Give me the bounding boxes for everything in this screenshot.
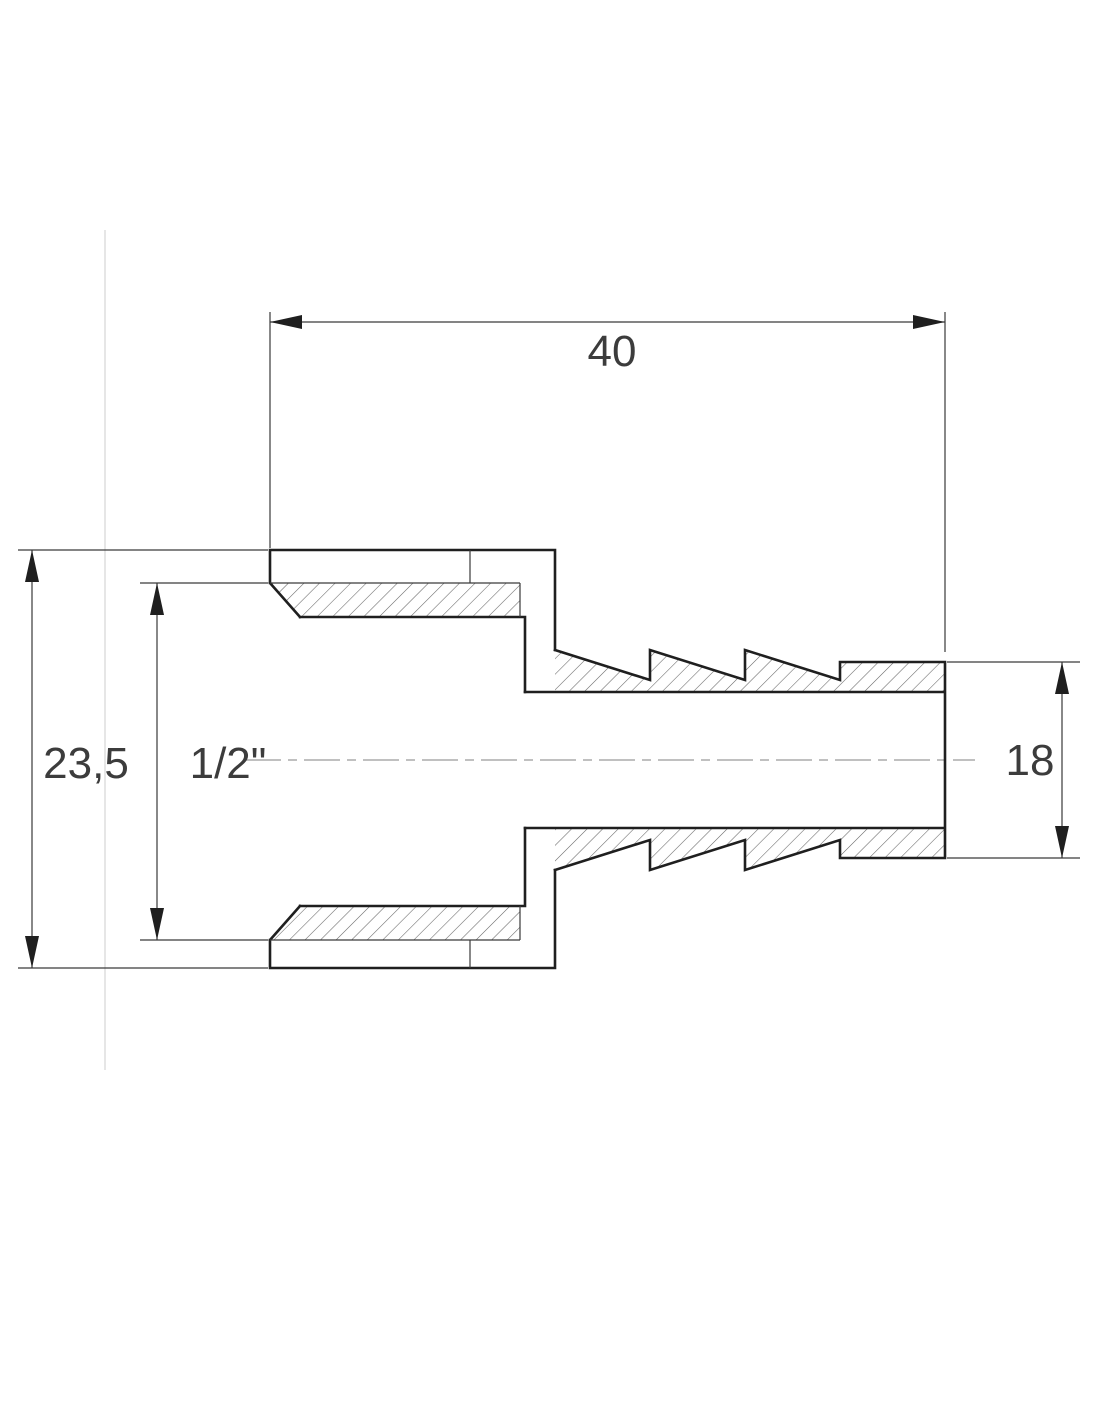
part-outline-thick — [268, 548, 947, 970]
barb-outline — [523, 648, 947, 872]
body-outline — [268, 548, 557, 970]
arrowhead-left — [270, 315, 302, 329]
dimension-body-width-arrows — [25, 550, 39, 968]
dimension-body-width — [18, 549, 268, 969]
arrowhead-right — [913, 315, 945, 329]
part-thin-lines — [270, 550, 521, 968]
hatch-barb-wall-top — [555, 650, 945, 692]
hatch-thread-bottom — [270, 906, 520, 940]
hatch-barb-wall-bottom — [555, 828, 945, 870]
arrowhead-down — [150, 908, 164, 940]
dimension-barb-od-arrows — [1055, 662, 1069, 858]
dim-label-overall-length: 40 — [588, 327, 637, 376]
dim-label-body-width: 23,5 — [43, 739, 129, 788]
dimension-thread-size-arrows — [150, 583, 164, 940]
arrowhead-down — [1055, 826, 1069, 858]
arrowhead-up — [150, 583, 164, 615]
dimension-thread-size — [140, 582, 268, 941]
dim-label-barb-od: 18 — [1006, 736, 1055, 785]
dimension-overall-length — [269, 312, 946, 652]
dimension-overall-length-arrows — [270, 315, 945, 329]
arrowhead-up — [1055, 662, 1069, 694]
arrowhead-up — [25, 550, 39, 582]
section-hatching — [270, 583, 945, 940]
arrowhead-down — [25, 936, 39, 968]
dim-label-thread-size: 1/2" — [190, 739, 267, 788]
fitting-section-view — [268, 548, 947, 970]
dimension-barb-od — [947, 661, 1080, 859]
thread-crest-lines — [270, 582, 521, 941]
hatch-thread-top — [270, 583, 520, 617]
